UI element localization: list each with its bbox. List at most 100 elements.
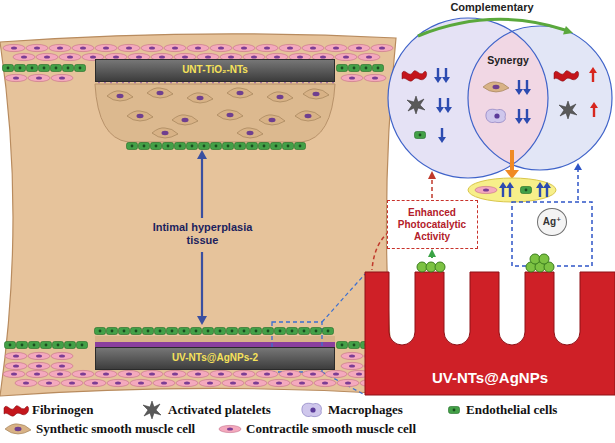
activated-platelet [407,96,425,114]
contractile-smc [245,379,267,386]
nanotube-array: UV-NTs@AgNPs [365,258,615,395]
synthetic-smc [303,89,329,99]
endothelial-cell [203,328,214,335]
contractile-smc [358,53,380,60]
legend-sample [302,403,322,416]
increase-arrow [543,182,551,197]
synthetic-smc [107,91,133,101]
contractile-smc [176,379,198,386]
contractile-smc [233,44,255,51]
endothelial-cell [349,65,360,72]
outcome-ellipse [468,178,556,202]
endothelial-cell [373,65,384,72]
endothelial-cell [107,328,118,335]
legend-label: Macrophages [328,402,403,418]
contractile-smc [341,74,363,81]
synthetic-smc [227,88,253,98]
endothelial-cell [51,65,62,72]
endothelial-cell [283,143,294,150]
contractile-smc [210,44,232,51]
thin-neointima [95,336,335,342]
legend-sample [143,401,161,419]
mechanism-label: Enhanced Photocatalytic Activity [391,207,474,243]
endothelial-cell [275,328,286,335]
arrowhead [428,171,436,179]
venn-outline [468,26,612,170]
contractile-smc [3,370,25,377]
endothelial-cell [175,143,186,150]
legend-label: Activated platelets [168,402,271,418]
contractile-smc [51,362,73,369]
pointer-arrow [201,158,203,218]
contractile-smc [26,44,48,51]
endothelial-cell [415,132,426,139]
effect-label: Complementary [430,1,554,14]
contractile-smc [341,362,363,369]
contractile-smc [5,74,27,81]
silver-frame [512,202,592,266]
synthetic-smc [152,128,178,138]
legend-sample [5,424,31,434]
contractile-smc [164,44,186,51]
contractile-smc [36,53,58,60]
arrowhead [197,150,207,159]
decrease-arrow [438,128,446,143]
endothelial-cell [235,143,246,150]
increase-arrow [590,102,598,117]
contractile-smc [302,370,324,377]
venn-overlap [468,26,612,170]
contractile-smc [256,370,278,377]
legend-label: Synthetic smooth muscle cell [36,421,195,437]
decrease-arrow [523,109,531,124]
contractile-smc [153,379,175,386]
endothelial-cell [299,328,310,335]
endothelial-cell [143,328,154,335]
endothelial-cell [211,143,222,150]
endothelial-cell [199,143,210,150]
contractile-smc [314,379,336,386]
endothelial-cell [239,328,250,335]
contractile-smc [337,379,359,386]
endothelial-cell [39,65,50,72]
contractile-smc [279,44,301,51]
endothelial-cell [127,143,138,150]
contractile-smc [325,44,347,51]
synthetic-smc [127,111,153,121]
legend-label: Contractile smooth muscle cell [246,421,416,437]
contractile-smc [233,370,255,377]
endothelial-cell [521,187,532,194]
endothelial-cell [75,65,86,72]
endothelial-cell [287,328,298,335]
endothelial-cell [151,143,162,150]
endothelial-cell [247,143,258,150]
vessel-wall [0,34,396,396]
arrowhead [574,163,582,170]
synthetic-smc [267,92,293,102]
synthetic-smc [237,128,263,138]
silver-nanoparticle [539,254,549,264]
legend-label: Fibrinogen [32,402,93,418]
endothelial-cell [337,342,348,349]
synthetic-smc [172,115,198,125]
macrophage [486,109,506,122]
endothelial-cell [95,328,106,335]
endothelial-cell [29,342,40,349]
endothelial-cell [131,328,142,335]
endothelial-cell [41,342,52,349]
contractile-smc [3,44,25,51]
contractile-smc [348,44,370,51]
implant-label: UNT-TiO₂-NTs [182,64,248,76]
contractile-smc [268,379,290,386]
contractile-smc [51,74,73,81]
endothelial-cell [15,65,26,72]
increase-arrow [589,67,597,82]
arrowhead [563,26,573,35]
endothelial-cell [263,328,274,335]
contractile-smc [38,379,60,386]
legend-label: Endothelial cells [466,402,557,418]
endothelial-cell [311,328,322,335]
contractile-smc [49,370,71,377]
endothelial-cell [323,328,334,335]
ion-label: Ag⁺ [543,216,562,228]
synthetic-smc [187,93,213,103]
